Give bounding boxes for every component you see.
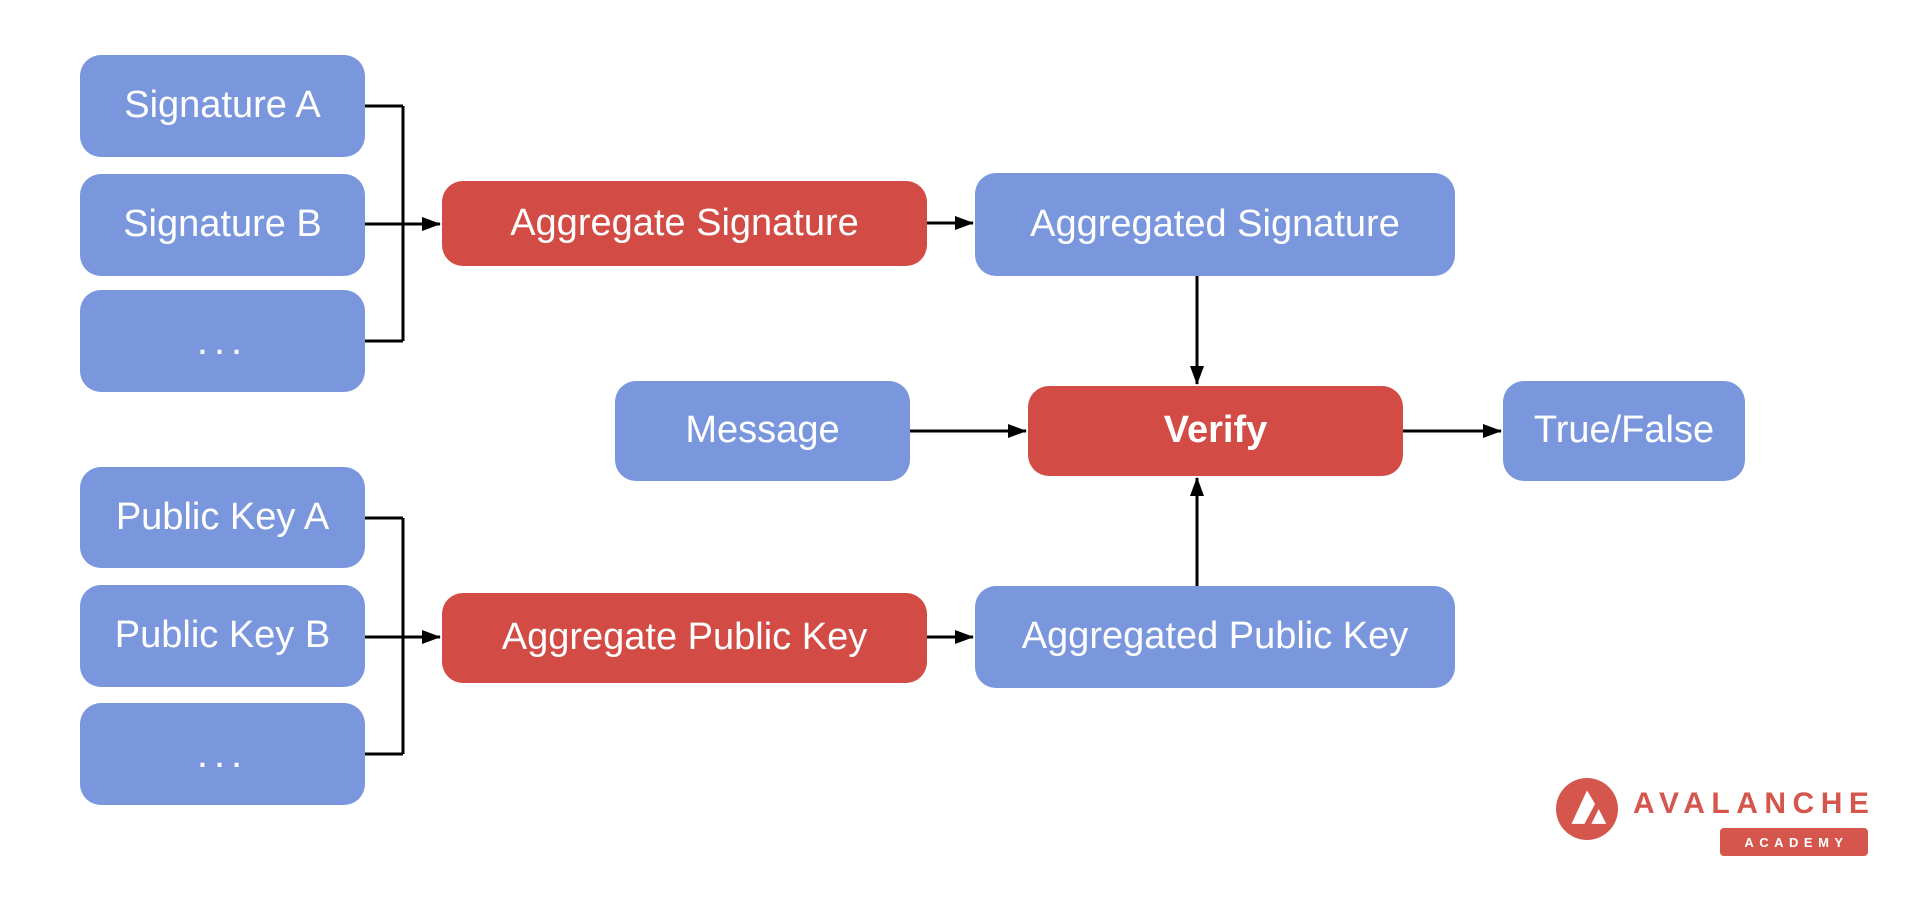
node-public-key-ellipsis: ... <box>80 703 365 805</box>
avalanche-mark-icon <box>1556 778 1618 840</box>
node-signature-ellipsis: ... <box>80 290 365 392</box>
avalanche-academy-logo: AVALANCHE ACADEMY <box>1556 778 1886 858</box>
node-signature-b: Signature B <box>80 174 365 276</box>
node-verify: Verify <box>1028 386 1403 476</box>
node-true-false: True/False <box>1503 381 1745 481</box>
node-aggregate-signature: Aggregate Signature <box>442 181 927 266</box>
node-public-key-a: Public Key A <box>80 467 365 568</box>
node-signature-a: Signature A <box>80 55 365 157</box>
node-message: Message <box>615 381 910 481</box>
avalanche-wordmark: AVALANCHE <box>1633 787 1876 820</box>
academy-badge: ACADEMY <box>1720 828 1868 856</box>
node-aggregate-public-key: Aggregate Public Key <box>442 593 927 683</box>
node-public-key-b: Public Key B <box>80 585 365 687</box>
node-aggregated-signature: Aggregated Signature <box>975 173 1455 276</box>
node-aggregated-public-key: Aggregated Public Key <box>975 586 1455 688</box>
